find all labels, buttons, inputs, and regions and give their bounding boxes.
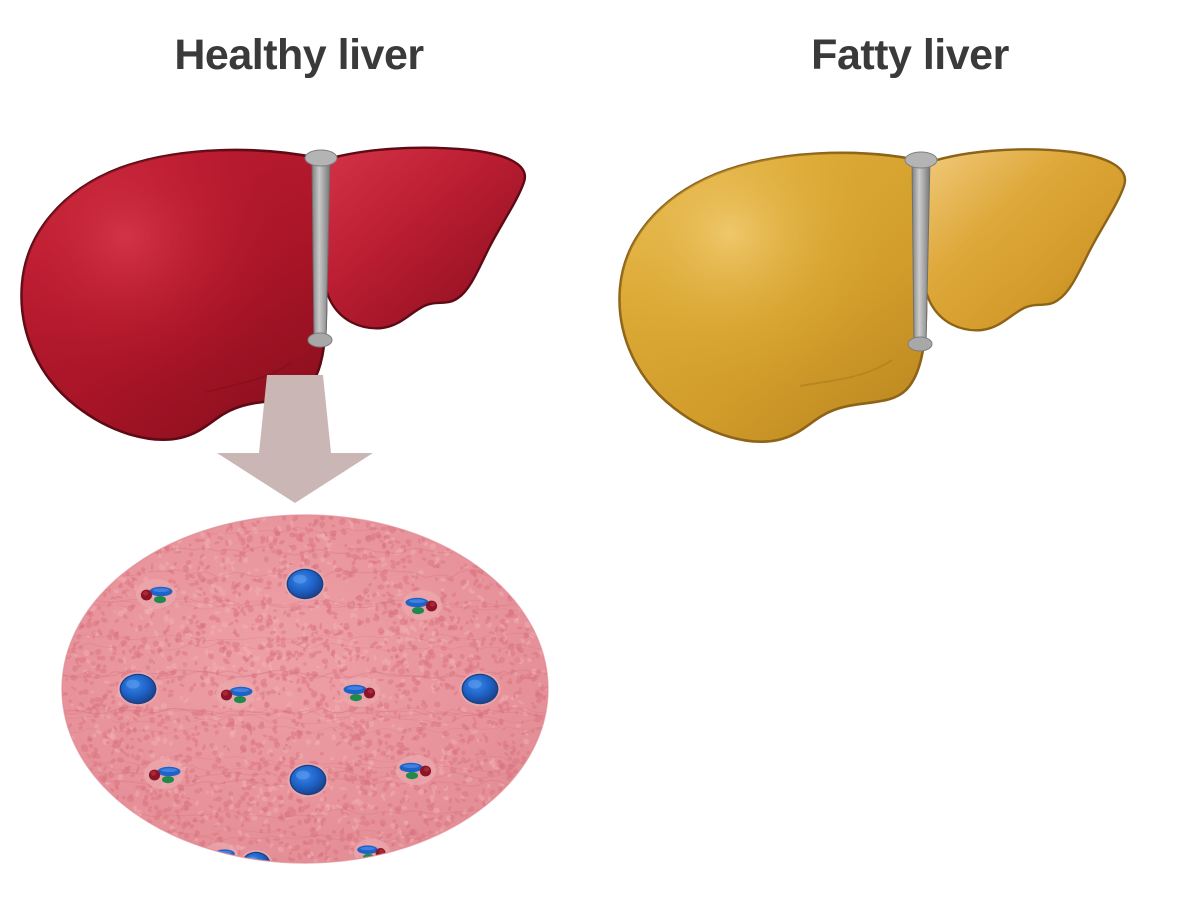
ligament-top-node: [904, 151, 938, 169]
falciform-ligament: [911, 157, 931, 347]
bile-duct: [350, 694, 362, 702]
central-vein: [121, 675, 155, 703]
central-vein-highlight: [468, 679, 482, 689]
ligament-bottom-node: [907, 336, 933, 352]
portal-triad: [340, 677, 380, 707]
hepatic-artery-highlight: [430, 602, 436, 607]
falciform-ligament: [311, 155, 331, 343]
portal-triad: [136, 579, 176, 609]
central-vein-highlight: [296, 770, 310, 780]
portal-vein-highlight: [161, 768, 177, 773]
portal-vein-highlight: [347, 686, 363, 691]
hepatic-artery-highlight: [142, 591, 148, 596]
hepatic-artery-highlight: [150, 771, 156, 776]
central-vein: [384, 858, 408, 863]
portal-triad: [396, 755, 436, 785]
bile-duct: [412, 607, 424, 615]
healthy-right-lobe: [314, 146, 527, 330]
central-vein-highlight: [387, 861, 398, 863]
portal-vein-highlight: [233, 688, 249, 693]
hepatic-artery-highlight: [368, 689, 374, 694]
fatty-right-lobe: [914, 148, 1127, 332]
panel-fatty-liver: Fatty liver: [600, 0, 1200, 900]
tissue-disc-edge: [61, 514, 549, 864]
fatty-lobe-crease: [799, 359, 893, 387]
page-title-fatty: Fatty liver: [811, 31, 1009, 79]
central-vein-highlight: [126, 679, 140, 689]
hepatic-artery: [206, 852, 217, 862]
portal-vein-highlight: [360, 846, 375, 851]
portal-triad: [354, 838, 390, 863]
ligament-top-node: [304, 149, 338, 167]
bile-duct: [234, 696, 246, 704]
hepatic-artery-highlight: [208, 853, 213, 858]
bile-duct: [406, 772, 418, 780]
page-title-healthy: Healthy liver: [174, 31, 424, 79]
bile-duct: [218, 857, 230, 863]
bile-duct: [162, 776, 174, 784]
hepatic-artery-highlight: [424, 767, 430, 772]
fatty-left-lobe-sheen: [619, 152, 926, 442]
central-vein-halo: [380, 855, 412, 863]
portal-tract-halo: [202, 842, 238, 863]
central-vein-highlight: [293, 574, 307, 584]
arrow-shape: [217, 375, 373, 503]
fatty-liver-organ: [600, 130, 1200, 490]
panel-healthy-liver: Healthy liver: [0, 31, 600, 872]
healthy-lobe-crease: [205, 361, 293, 393]
portal-triad: [144, 759, 184, 789]
hepatic-artery-highlight: [222, 691, 228, 696]
portal-triad: [216, 679, 256, 709]
portal-vein-highlight: [409, 599, 425, 604]
central-vein: [288, 570, 322, 598]
down-arrow-healthy: [205, 375, 385, 505]
portal-triad: [202, 842, 238, 863]
portal-vein-highlight: [403, 764, 419, 769]
hepatic-artery-highlight: [379, 849, 384, 854]
bile-duct: [154, 596, 166, 604]
healthy-tissue-section: [60, 512, 550, 872]
portal-vein-highlight: [153, 588, 169, 593]
healthy-liver-organ: [0, 130, 600, 490]
central-vein-rim: [382, 856, 410, 863]
ligament-bottom-node: [307, 332, 333, 348]
healthy-left-lobe-sheen: [21, 149, 327, 440]
central-vein: [463, 675, 497, 703]
portal-triad: [402, 590, 442, 620]
central-vein: [291, 766, 325, 794]
